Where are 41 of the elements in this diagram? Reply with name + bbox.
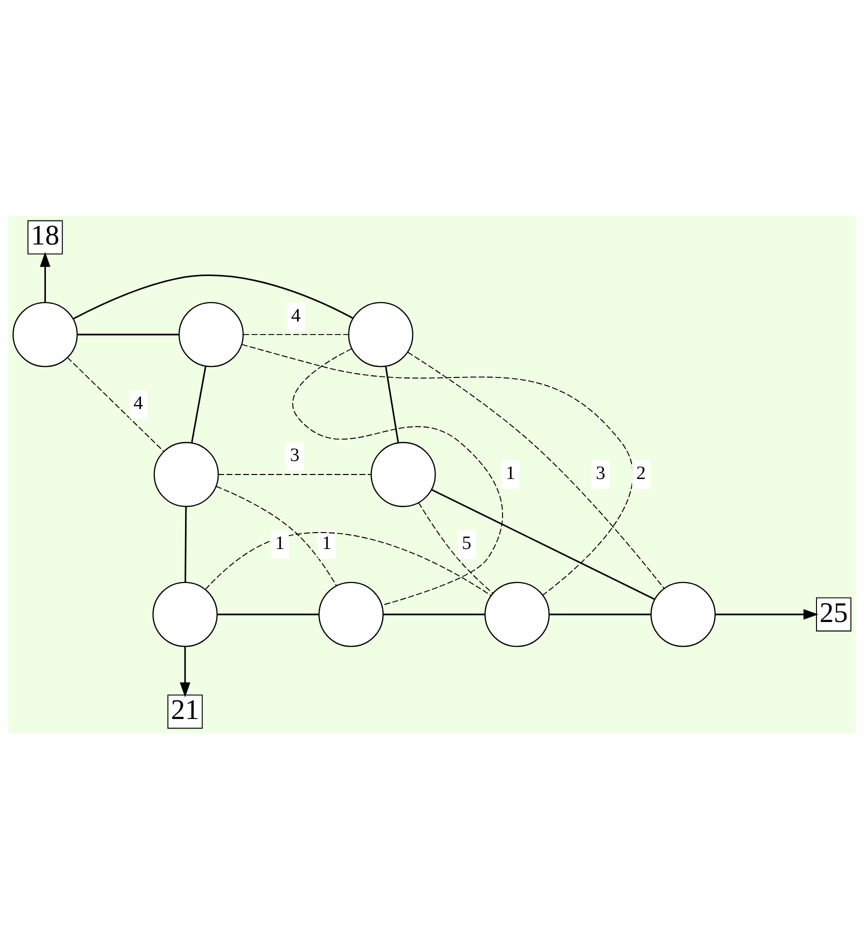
edge-label: 4 (133, 392, 143, 414)
connector (204, 532, 492, 596)
connector (383, 613, 485, 615)
connector (292, 348, 504, 606)
arrow (180, 646, 190, 697)
node-circle (178, 301, 244, 367)
connector (77, 333, 179, 335)
node-box: 25 (816, 596, 852, 631)
node-box: 18 (27, 220, 63, 254)
edge-label: 3 (290, 444, 300, 466)
arrow (40, 251, 50, 302)
connector (241, 343, 634, 596)
node-circle (484, 581, 550, 647)
node-box: 21 (167, 694, 203, 728)
connector (184, 506, 187, 582)
connector (384, 366, 400, 442)
edge-label: 5 (462, 532, 472, 554)
connector (549, 613, 651, 615)
connector (216, 485, 337, 586)
node-circle (370, 441, 436, 507)
edge-label: 2 (636, 462, 646, 484)
connector (191, 366, 206, 443)
edge-label: 3 (596, 462, 606, 484)
arrow (715, 608, 818, 620)
connector (431, 488, 655, 600)
connector (407, 351, 665, 588)
edge-label: 1 (275, 532, 285, 554)
connector (72, 274, 354, 319)
edge-label: 1 (506, 462, 516, 484)
connector (418, 502, 494, 594)
connector (242, 334, 350, 335)
edge-label: 1 (322, 532, 332, 554)
node-circle (348, 301, 414, 367)
connector (67, 356, 164, 452)
edge-label: 4 (291, 304, 301, 326)
node-circle (650, 581, 716, 647)
node-circle (154, 441, 219, 507)
node-circle (12, 301, 78, 367)
connector (217, 613, 319, 615)
node-circle (152, 581, 218, 647)
node-circle (318, 581, 384, 647)
